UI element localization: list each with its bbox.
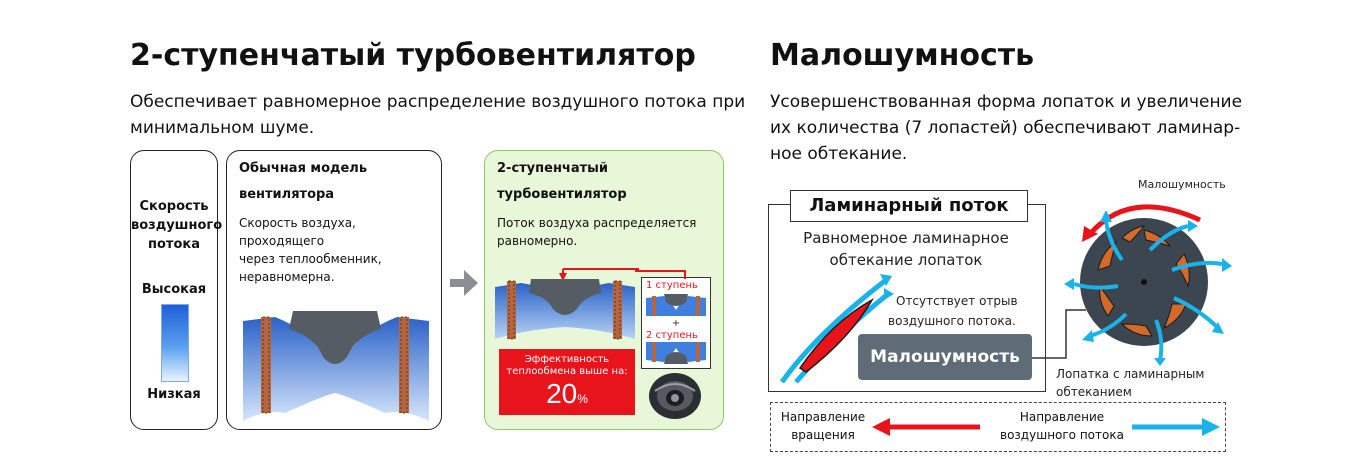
- scale-title-line3: потока: [148, 237, 200, 252]
- stages-plus: +: [671, 318, 681, 329]
- two-stage-turbo-panel: 2-ступенчатый турбовентилятор Поток возд…: [484, 150, 724, 430]
- left-description-line2: минимальном шуме.: [130, 118, 315, 138]
- right-description-line2: их количества (7 лопастей) обеспечивают …: [770, 118, 1241, 138]
- arrow-right-icon: [450, 270, 478, 296]
- conventional-title-line2: вентилятора: [239, 187, 335, 202]
- no-separation-line1: Отсутствует отрыв: [896, 294, 1018, 308]
- stage1-icon: [646, 294, 706, 316]
- laminar-text-line1: Равномерное ламинарное: [803, 229, 1009, 247]
- laminar-text-line2: обтекание лопаток: [829, 251, 983, 269]
- connector-line: [635, 270, 686, 279]
- scale-gradient-bar: [161, 304, 189, 382]
- efficiency-line2: теплообмена выше на:: [506, 366, 628, 377]
- legend-rotation-line2: вращения: [791, 428, 855, 442]
- efficiency-line1: Эффективность: [524, 354, 610, 365]
- low-noise-caption: Малошумность: [1138, 178, 1226, 191]
- turbo-title-line2: турбовентилятор: [497, 187, 627, 202]
- conventional-title-line1: Обычная модель: [239, 161, 368, 176]
- stage2-icon: [646, 342, 706, 364]
- left-title: 2-ступенчатый турбовентилятор: [130, 38, 696, 73]
- right-description-line3: ное обтекание.: [770, 144, 908, 164]
- conventional-fan-illustration: [243, 311, 429, 421]
- conventional-text-line3: неравномерна.: [239, 270, 335, 284]
- right-description-line1: Усовершенствованная форма лопаток и увел…: [770, 92, 1243, 112]
- efficiency-badge: Эффективность теплообмена выше на: 20%: [499, 349, 635, 415]
- stages-inset: 1 ступень + 2 ступень: [641, 277, 711, 369]
- blade-label-line2: обтеканием: [1056, 385, 1132, 399]
- turbo-title-line1: 2-ступенчатый: [497, 161, 609, 176]
- airflow-arrow-icon: [1132, 418, 1220, 436]
- blade-label-line1: Лопатка с ламинарным: [1056, 367, 1205, 381]
- low-noise-badge: Малошумность: [858, 334, 1032, 380]
- callout-line: [1032, 309, 1086, 359]
- fan-impeller-illustration: [1064, 204, 1232, 366]
- turbo-text-line1: Поток воздуха распределяется: [497, 216, 697, 230]
- rotation-arrow-icon: [872, 418, 980, 436]
- legend-box: [770, 402, 1226, 452]
- conventional-text-line1: Скорость воздуха, проходящего: [239, 216, 356, 248]
- stage1-label: 1 ступень: [646, 280, 698, 291]
- left-description-line1: Обеспечивает равномерное распределение в…: [130, 92, 746, 112]
- scale-title-line2: воздушного: [131, 218, 223, 233]
- right-title: Малошумность: [770, 38, 1035, 73]
- efficiency-value: 20: [546, 378, 578, 409]
- legend-airflow-line1: Направление: [1019, 410, 1105, 424]
- stage2-label: 2 ступень: [646, 330, 698, 341]
- legend-rotation-line1: Направление: [780, 410, 866, 424]
- scale-high-label: Высокая: [141, 282, 207, 297]
- turbo-fan-illustration: [495, 268, 639, 340]
- legend-airflow-line2: воздушного потока: [1000, 428, 1124, 442]
- turbo-text-line2: равномерно.: [497, 234, 578, 248]
- no-separation-line2: воздушного потока.: [888, 314, 1016, 328]
- laminar-header: Ламинарный поток: [790, 190, 1028, 222]
- turbo-fan-photo: [649, 373, 701, 419]
- conventional-text-line2: через теплообменник,: [239, 252, 382, 266]
- airflow-scale-panel: Скорость воздушного потока Высокая Низка…: [130, 150, 223, 430]
- blade-airflow-illustration: [779, 274, 894, 384]
- efficiency-unit: %: [577, 392, 588, 406]
- scale-title-line1: Скорость: [139, 199, 209, 214]
- conventional-model-panel: Обычная модель вентилятора Скорость возд…: [226, 150, 442, 430]
- scale-low-label: Низкая: [147, 387, 201, 402]
